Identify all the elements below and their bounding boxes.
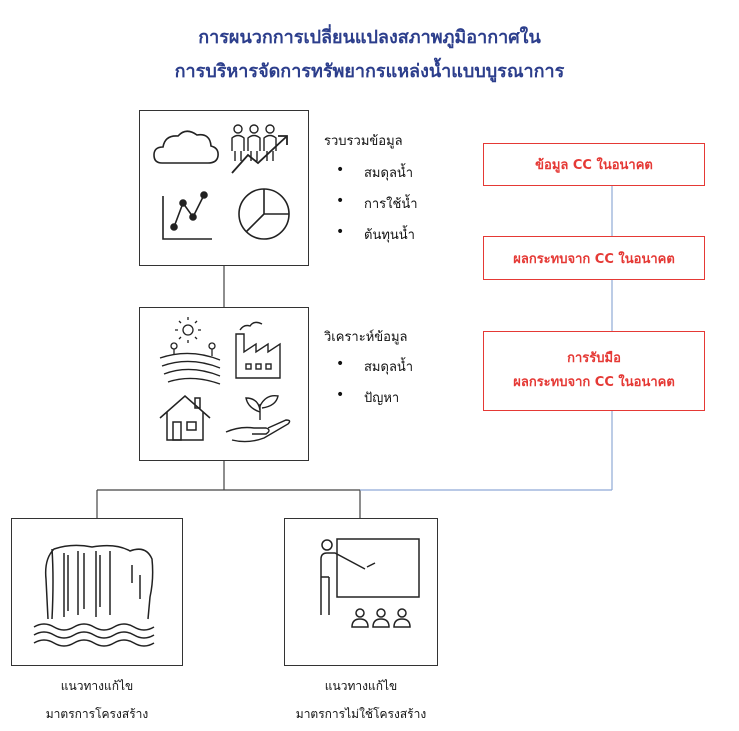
factory-icon [235,321,281,379]
cc-future-data-label: ข้อมูล CC ในอนาคต [535,158,653,173]
cc-adaptation-box: การรับมือ ผลกระทบจาก CC ในอนาคต [483,331,705,411]
collect-item-1: สมดุลน้ำ [336,162,413,183]
nonstructural-caption: แนวทางแก้ไข มาตรการไม่ใช้โครงสร้าง [250,672,472,728]
cc-adaptation-label-1: การรับมือ [567,351,621,366]
cc-future-impact-box: ผลกระทบจาก CC ในอนาคต [483,236,705,280]
pie-chart-icon [238,188,290,240]
plant-hand-icon [225,395,291,443]
structural-measures-box [11,518,183,666]
diagram-title-line1: การผนวกการเปลี่ยนแปลงสภาพภูมิอากาศใน [198,27,541,48]
cc-adaptation-label-2: ผลกระทบจาก CC ในอนาคต [513,375,675,390]
people-growth-icon [231,124,288,174]
diagram-title-line2: การบริหารจัดการทรัพยากรแหล่งน้ำแบบบูรณาก… [174,61,565,82]
nonstructural-caption-line2: มาตรการไม่ใช้โครงสร้าง [295,707,427,721]
collect-icons [153,124,290,240]
analyze-icons [159,317,291,443]
collect-item-2: การใช้น้ำ [336,193,417,214]
cc-future-impact-label: ผลกระทบจาก CC ในอนาคต [513,251,675,267]
structural-caption-line2: มาตรการโครงสร้าง [45,707,149,721]
collect-data-box [139,110,309,266]
line-chart-icon [162,191,212,240]
waterfall-icon [33,544,155,647]
teacher-icon [320,538,420,628]
nonstructural-measures-box [284,518,438,666]
analyze-item-2: ปัญหา [336,387,399,408]
cloud-icon [153,130,219,164]
collect-item-3: ต้นทุนน้ำ [336,224,415,245]
analyze-heading: วิเคราะห์ข้อมูล [324,330,408,345]
farm-sun-icon [159,317,221,385]
nonstructural-caption-line1: แนวทางแก้ไข [324,679,398,693]
analyze-data-box [139,307,309,461]
house-icon [159,395,211,441]
structural-caption-line1: แนวทางแก้ไข [60,679,134,693]
structural-caption: แนวทางแก้ไข มาตรการโครงสร้าง [0,672,194,728]
analyze-item-1: สมดุลน้ำ [336,356,413,377]
collect-heading: รวบรวมข้อมูล [324,134,403,149]
cc-future-data-box: ข้อมูล CC ในอนาคต [483,143,705,186]
